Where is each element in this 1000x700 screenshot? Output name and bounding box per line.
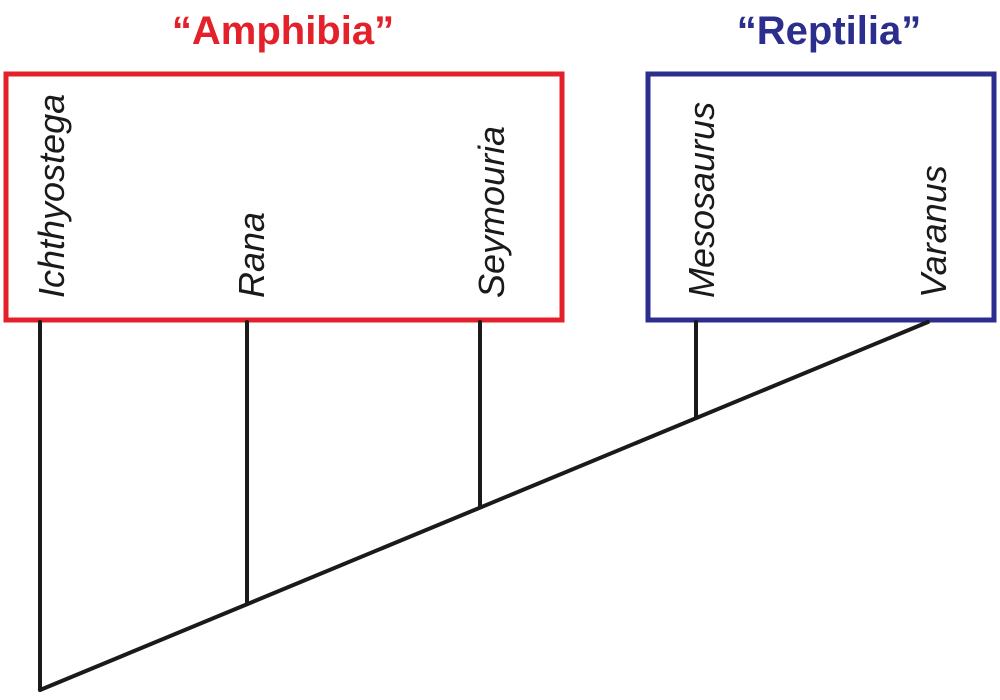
taxon-label-rana: Rana (231, 212, 272, 298)
amphibia-group-title: “Amphibia” (172, 9, 394, 53)
taxon-label-mesosaurus: Mesosaurus (681, 102, 722, 298)
amphibia-group-box (3, 71, 565, 323)
reptilia-group-box (645, 71, 997, 323)
tree-backbone (38, 320, 930, 692)
taxon-label-seymouria: Seymouria (471, 126, 512, 298)
reptilia-group-title: “Reptilia” (737, 9, 921, 53)
taxon-label-ichthyostega: Ichthyostega (31, 94, 72, 298)
taxon-label-varanus: Varanus (913, 165, 954, 298)
